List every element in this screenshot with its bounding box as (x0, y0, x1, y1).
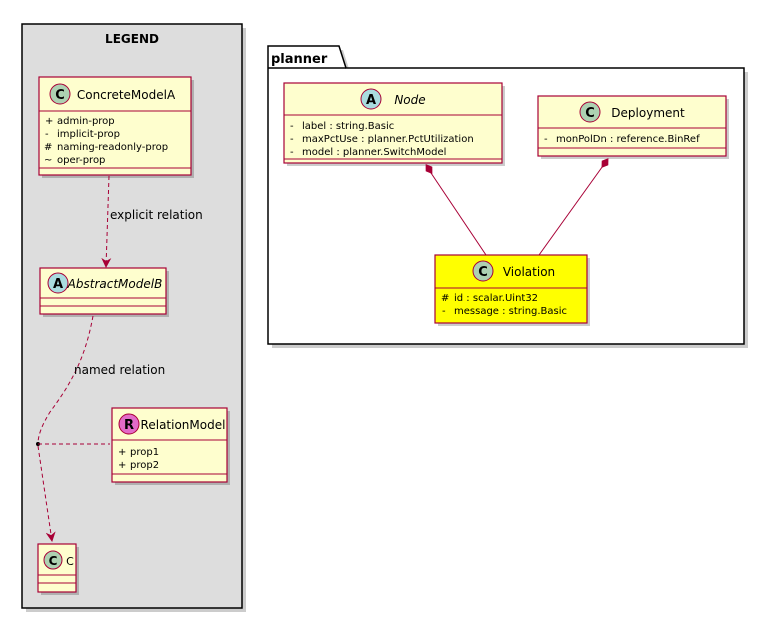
prop-vis: + (118, 447, 126, 458)
class-badge-icon (579, 101, 601, 123)
composition-edge-deployment-violation (538, 158, 609, 256)
prop-vis: - (290, 121, 294, 132)
class-name: RelationModel (141, 418, 226, 432)
badge-letter: R (124, 418, 134, 433)
class-deployment[interactable]: C Deployment - monPolDn : reference.BinR… (537, 95, 729, 159)
class-violation[interactable]: C Violation # id : scalar.Uint32 - messa… (434, 254, 590, 326)
class-badge-icon (49, 83, 71, 105)
explicit-relation-label: explicit relation (110, 208, 203, 222)
prop-vis: ~ (44, 155, 52, 166)
explicit-relation-edge: explicit relation (101, 175, 203, 268)
prop-name: prop2 (130, 460, 159, 471)
relation-badge-icon (118, 413, 140, 435)
prop-vis: - (442, 306, 446, 317)
prop-vis: + (45, 116, 53, 127)
badge-letter: A (53, 277, 63, 292)
prop-name: model : planner.SwitchModel (302, 147, 446, 158)
class-concrete-model-a[interactable]: C ConcreteModelA + admin-prop - implicit… (38, 76, 194, 178)
class-name: Deployment (611, 106, 685, 120)
abstract-badge-icon (47, 272, 69, 294)
composition-edge-node-violation (425, 164, 487, 256)
class-badge-icon (43, 550, 63, 570)
package-name: planner (271, 52, 328, 67)
class-abstract-model-b[interactable]: A AbstractModelB (39, 267, 169, 317)
composition-diamond-icon (425, 164, 433, 174)
badge-letter: C (585, 106, 595, 121)
prop-vis: - (290, 147, 294, 158)
prop-name: naming-readonly-prop (57, 142, 168, 153)
prop-name: message : string.Basic (454, 306, 567, 317)
class-name: AbstractModelB (67, 277, 163, 291)
badge-letter: C (49, 554, 58, 568)
prop-vis: # (441, 293, 449, 304)
class-relation-model[interactable]: R RelationModel + prop1 + prop2 (111, 407, 230, 485)
prop-name: oper-prop (57, 155, 105, 166)
prop-vis: # (44, 142, 52, 153)
prop-vis: - (290, 134, 294, 145)
class-badge-icon (472, 260, 494, 282)
badge-letter: A (366, 93, 376, 108)
badge-letter: C (55, 88, 65, 103)
prop-name: label : string.Basic (302, 121, 394, 132)
composition-diamond-icon (601, 158, 609, 168)
class-name: Node (394, 93, 425, 107)
class-name: C (66, 555, 74, 568)
named-relation-label: named relation (74, 363, 165, 377)
named-relation-edge: named relation (36, 315, 165, 542)
prop-vis: - (544, 134, 548, 145)
prop-name: implicit-prop (57, 129, 120, 140)
prop-name: admin-prop (57, 116, 115, 127)
class-node[interactable]: A Node - label : string.Basic - maxPctUs… (283, 82, 505, 166)
abstract-badge-icon (360, 88, 382, 110)
legend-title: LEGEND (105, 32, 159, 46)
prop-vis: + (118, 460, 126, 471)
prop-name: monPolDn : reference.BinRef (556, 134, 700, 145)
prop-name: maxPctUse : planner.PctUtilization (302, 134, 474, 145)
prop-name: id : scalar.Uint32 (454, 293, 538, 304)
class-name: ConcreteModelA (77, 88, 176, 102)
class-c[interactable]: C C (37, 543, 79, 595)
badge-letter: C (478, 265, 488, 280)
class-name: Violation (503, 265, 555, 279)
prop-name: prop1 (130, 447, 159, 458)
prop-vis: - (45, 129, 49, 140)
